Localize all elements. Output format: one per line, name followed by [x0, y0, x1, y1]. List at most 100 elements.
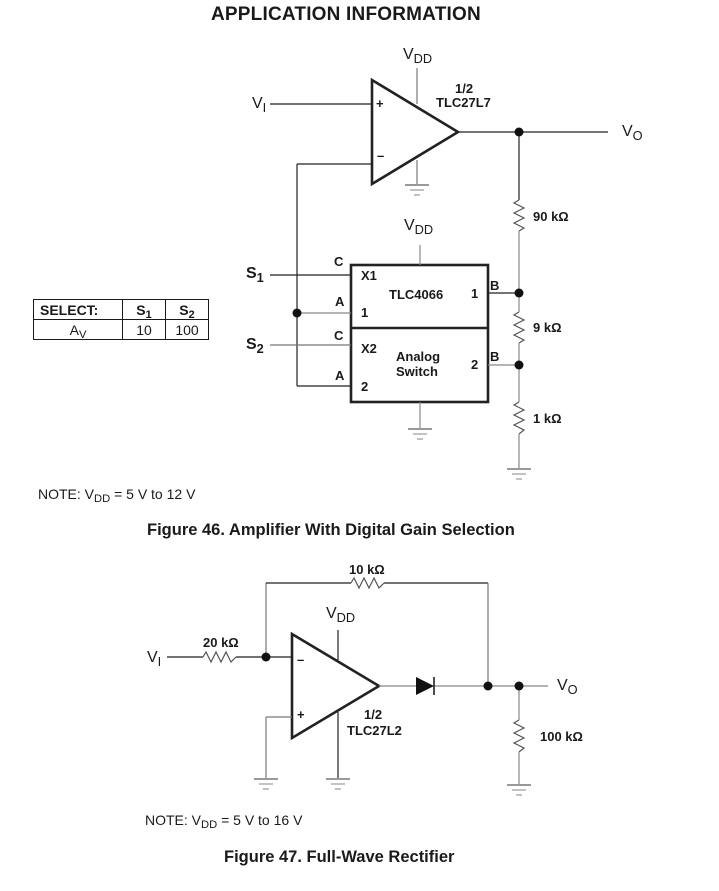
junction-dot: [514, 681, 524, 691]
switch-x2-label: X2: [361, 341, 377, 356]
switch-ch1-label: 1: [471, 286, 479, 301]
s2-sub: 2: [256, 340, 264, 356]
vo-sub: O: [632, 127, 643, 143]
pin-a1-label: A: [335, 294, 345, 309]
fig46-vi-label: VI: [252, 95, 267, 115]
junction-dot: [514, 360, 524, 370]
note-prefix: NOTE: V: [38, 486, 95, 502]
resistor-9k: [512, 311, 526, 344]
analog-switch-box: [349, 263, 490, 404]
table-header-cell: SELECT:: [33, 299, 123, 320]
table-header-cell: S1: [122, 299, 166, 321]
fig46-plus-sign: +: [376, 96, 384, 111]
s1-main: S: [246, 265, 257, 282]
vdd-sub: DD: [336, 609, 356, 625]
switch-desc-line2: Switch: [396, 364, 438, 379]
resistor-label-20k: 20 kΩ: [203, 635, 239, 650]
diode-icon: [416, 677, 434, 695]
table-cell: 10: [122, 319, 166, 340]
fig47-minus-sign: –: [297, 652, 305, 667]
fig46-switch-vdd-label: VDD: [404, 217, 434, 237]
vo-sub: O: [567, 681, 578, 697]
note-prefix: NOTE: V: [145, 812, 202, 828]
vdd-main: V: [326, 605, 337, 622]
header-s1-main: S: [136, 301, 146, 318]
fig46-vdd-label: VDD: [403, 46, 433, 66]
resistor-20k: [202, 650, 237, 664]
resistor-label-100k: 100 kΩ: [540, 729, 583, 744]
resistor-1k: [512, 401, 526, 435]
resistor-label-9k: 9 kΩ: [533, 320, 562, 335]
switch-vdd-main: V: [404, 217, 415, 234]
opamp-triangle-fig46: [370, 77, 461, 187]
vi-main: V: [147, 649, 158, 666]
pin-a2-label: A: [335, 368, 345, 383]
pin-b2-label: B: [490, 349, 500, 364]
junction-dot: [261, 652, 271, 662]
av-main: A: [69, 321, 79, 338]
fig47-opamp-part: TLC27L2: [347, 723, 402, 738]
header-s2-main: S: [179, 301, 189, 318]
vo-main: V: [557, 677, 568, 694]
fig47-vdd-label: VDD: [326, 605, 356, 625]
vdd-sub: DD: [413, 50, 433, 66]
resistor-100k: [512, 719, 526, 753]
s1-sub: 1: [256, 269, 264, 285]
switch-name: TLC4066: [389, 287, 444, 302]
figure-47-schematic: [167, 576, 548, 796]
s2-label: S2: [246, 336, 264, 356]
pin-c1-label: C: [334, 254, 344, 269]
switch-a2-pin-num: 2: [361, 379, 369, 394]
table-row: AV 10 100: [33, 319, 209, 341]
switch-vdd-sub: DD: [414, 221, 434, 237]
table-cell: 100: [165, 319, 209, 340]
av-sub: V: [78, 328, 87, 341]
vi-sub: I: [157, 653, 162, 669]
resistor-90k: [512, 199, 526, 232]
fig46-opamp-part: TLC27L7: [436, 95, 491, 110]
fig47-note: NOTE: VDD = 5 V to 16 V: [145, 812, 303, 832]
vdd-main: V: [403, 46, 414, 63]
fig46-caption: Figure 46. Amplifier With Digital Gain S…: [147, 521, 515, 539]
pin-c2-label: C: [334, 328, 344, 343]
fig47-caption: Figure 47. Full-Wave Rectifier: [224, 848, 455, 866]
vi-sub: I: [262, 99, 267, 115]
resistor-label-10k: 10 kΩ: [349, 562, 385, 577]
resistor-label-90k: 90 kΩ: [533, 209, 569, 224]
table-cell: AV: [33, 319, 123, 341]
junction-dot: [292, 308, 302, 318]
opamp-triangle-fig47: [290, 631, 382, 741]
fig46-opamp-fraction: 1/2: [455, 81, 474, 96]
fig47-opamp-fraction: 1/2: [364, 707, 383, 722]
vi-main: V: [252, 95, 263, 112]
note-sub: DD: [94, 493, 111, 506]
header-s1-sub: 1: [145, 308, 152, 321]
junction-dot: [514, 127, 524, 137]
page-title: APPLICATION INFORMATION: [211, 4, 481, 25]
note-sub: DD: [201, 819, 218, 832]
switch-ch2-label: 2: [471, 357, 479, 372]
table-header-cell: S2: [165, 299, 209, 321]
vo-main: V: [622, 123, 633, 140]
fig46-note: NOTE: VDD = 5 V to 12 V: [38, 486, 196, 506]
s1-label: S1: [246, 265, 264, 285]
fig47-vo-label: VO: [557, 677, 578, 697]
junction-dot: [483, 681, 493, 691]
header-s2-sub: 2: [188, 308, 195, 321]
junction-dot: [514, 288, 524, 298]
switch-a1-pin-num: 1: [361, 305, 369, 320]
gain-select-table: SELECT: S1 S2 AV 10 100: [33, 299, 209, 341]
fig46-minus-sign: –: [377, 148, 385, 163]
switch-desc-line1: Analog: [396, 349, 441, 364]
note-suffix: = 5 V to 16 V: [217, 812, 303, 828]
table-header-row: SELECT: S1 S2: [33, 299, 209, 321]
resistor-label-1k: 1 kΩ: [533, 411, 562, 426]
s2-main: S: [246, 336, 257, 353]
fig47-plus-sign: +: [297, 707, 305, 722]
fig47-vi-label: VI: [147, 649, 162, 669]
pin-b1-label: B: [490, 278, 500, 293]
note-suffix: = 5 V to 12 V: [110, 486, 196, 502]
resistor-10k: [350, 576, 385, 590]
fig46-vo-label: VO: [622, 123, 643, 143]
